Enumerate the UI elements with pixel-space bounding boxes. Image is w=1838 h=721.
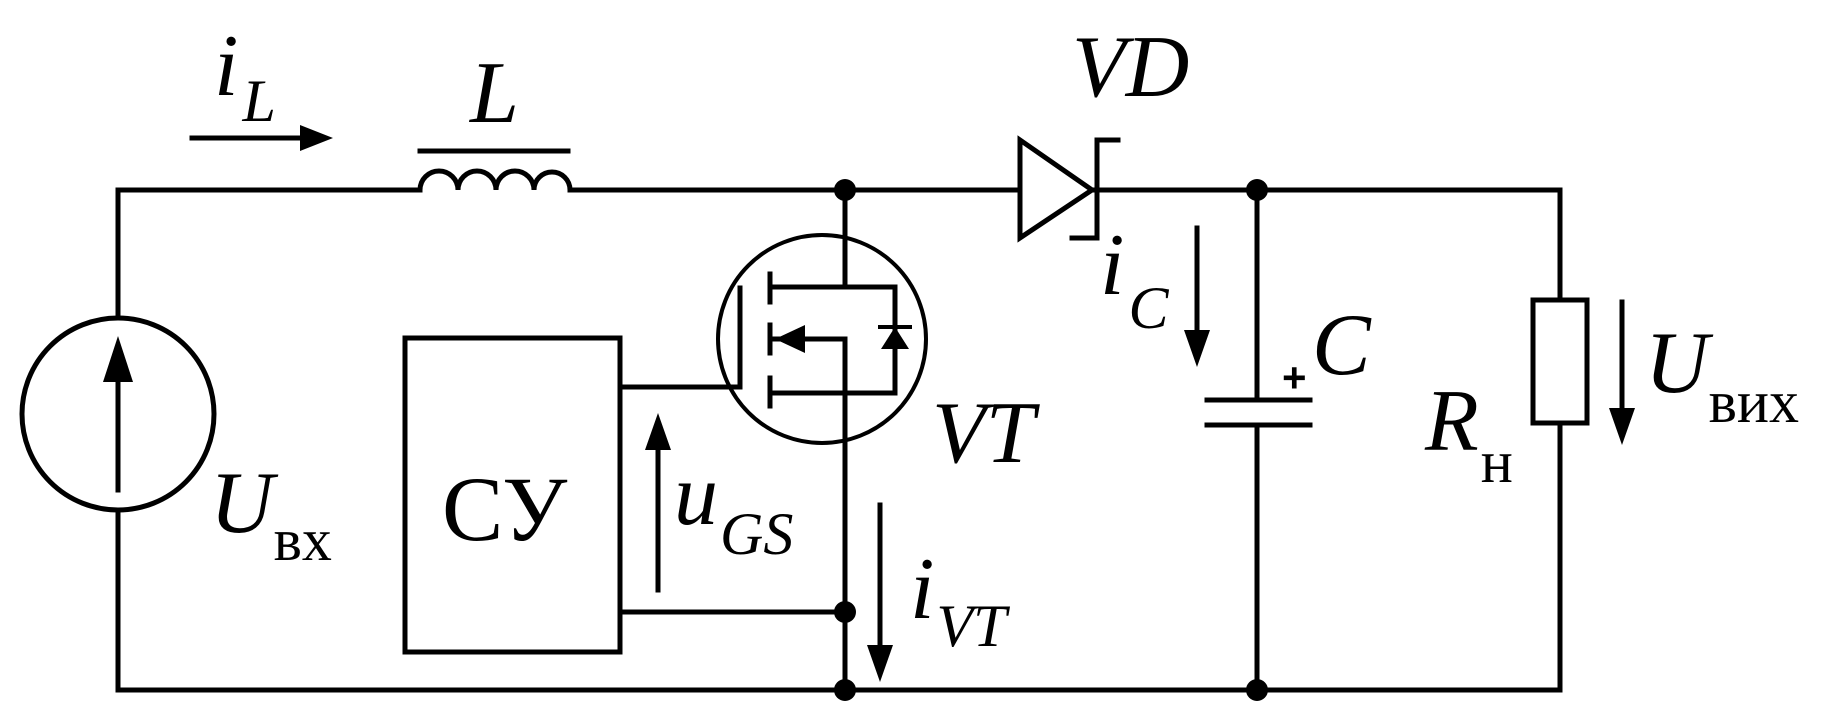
wire-top-left <box>115 187 423 321</box>
label-uin: Uвх <box>210 455 332 573</box>
wire-drain <box>767 187 848 290</box>
label-ivt: iVT <box>910 541 1010 659</box>
input-voltage-source <box>19 315 217 513</box>
diode-vd <box>1017 135 1121 243</box>
control-unit-box <box>402 335 623 655</box>
capacitor <box>1204 397 1313 428</box>
label-il: iL <box>214 18 276 134</box>
label-control-unit: СУ <box>442 458 568 560</box>
label-inductor: L <box>468 45 519 142</box>
label-capacitor: C <box>1312 297 1372 394</box>
arrows <box>189 125 1635 682</box>
node-bottom-mid <box>834 679 856 701</box>
label-transistor: VT <box>932 385 1041 482</box>
node-cap-top <box>1246 179 1268 201</box>
node-cap-bottom <box>1246 679 1268 701</box>
junction-nodes <box>834 179 1268 701</box>
wire-bottom <box>115 420 1563 693</box>
label-uout: Uвих <box>1645 315 1799 435</box>
label-load: Rн <box>1424 373 1513 495</box>
label-ugs: uGS <box>674 447 793 567</box>
label-capacitor-polarity: + <box>1282 354 1307 401</box>
node-drain <box>834 179 856 201</box>
load-resistor <box>1530 297 1590 426</box>
label-ic: iC <box>1100 217 1169 341</box>
node-source <box>834 601 856 623</box>
mosfet-vt <box>716 233 928 445</box>
label-diode: VD <box>1072 19 1189 116</box>
inductor <box>417 148 573 193</box>
